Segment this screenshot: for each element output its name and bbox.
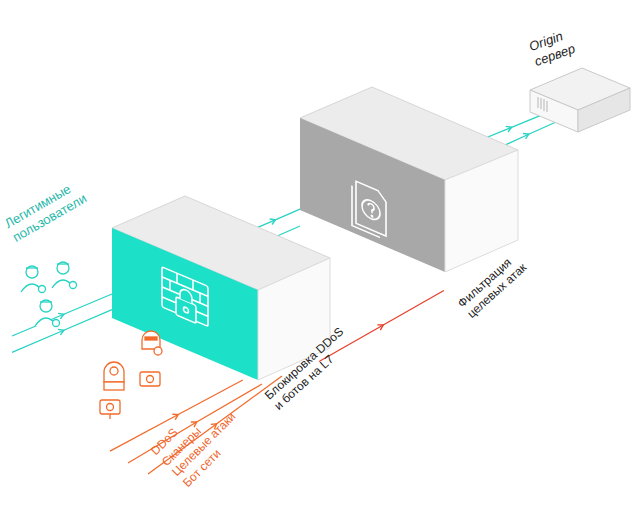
document-icon	[352, 180, 386, 240]
hood	[104, 362, 124, 382]
wall-brick	[199, 293, 201, 303]
node-label: Origin сервер	[527, 22, 587, 69]
user-cap	[40, 301, 52, 302]
wall-outline	[162, 267, 208, 327]
user-head	[57, 262, 69, 274]
question-dot	[371, 215, 372, 217]
alert-badge	[154, 347, 162, 355]
flow-connector	[12, 310, 112, 353]
bug-icon	[147, 376, 154, 383]
lock-hole	[184, 306, 189, 313]
monitor	[140, 372, 160, 386]
box-side	[445, 150, 518, 272]
wall-brick	[192, 280, 194, 290]
user-icons	[21, 262, 77, 327]
attacker-icons	[100, 331, 162, 419]
origin-server: Origin сервер	[530, 66, 630, 134]
server-front	[530, 90, 578, 132]
l7-protection-box: Блокировка DDoS и ботов на L7	[112, 195, 330, 380]
lock-shackle	[180, 288, 192, 304]
user-cap	[26, 267, 38, 268]
document-back	[352, 186, 380, 238]
server-side	[578, 88, 630, 132]
check-badge	[39, 286, 46, 293]
bug-icon	[107, 404, 114, 411]
targeted-filter-box: Фильтрация целевых атак	[300, 87, 518, 272]
check-badge	[53, 320, 60, 327]
laptop	[104, 382, 124, 390]
monitor	[100, 400, 120, 414]
wall-brick	[169, 280, 171, 290]
mask	[145, 337, 157, 340]
server-vents	[538, 97, 547, 112]
document-outline	[356, 181, 386, 236]
monitor-stand	[109, 414, 110, 419]
check-badge	[70, 282, 77, 289]
user-head	[40, 300, 52, 312]
attacker-group: DDoSСканерыЦелевые атакиБот сети	[92, 325, 182, 455]
wall-brick	[176, 273, 178, 283]
box-front	[300, 118, 445, 272]
hood	[142, 331, 160, 349]
question-circle	[362, 197, 380, 223]
user-group: Легитимные пользователи	[12, 250, 87, 360]
user-head	[26, 266, 38, 278]
vent	[541, 98, 542, 109]
node-label: Блокировка DDoS и ботов на L7	[262, 321, 360, 413]
user-cap	[57, 263, 69, 264]
node-label: Фильтрация целевых атак	[455, 245, 535, 321]
node-label: Легитимные пользователи	[2, 170, 101, 245]
vent	[538, 97, 539, 108]
question-mark	[368, 203, 374, 214]
traffic-line	[12, 294, 112, 336]
box-front	[112, 228, 258, 380]
vent	[544, 99, 545, 111]
attacker-face	[110, 367, 118, 375]
firewall-icon	[162, 267, 208, 329]
vent	[547, 101, 548, 112]
